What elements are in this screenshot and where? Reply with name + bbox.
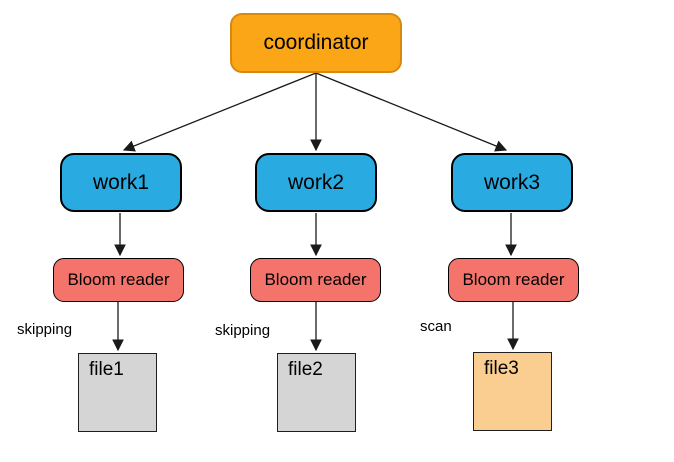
node-file3: file3 [473,352,552,431]
edge-label-skipping-2: skipping [215,322,271,339]
node-bloom-reader-1-label: Bloom reader [67,270,170,289]
node-bloom-reader-3-label: Bloom reader [462,270,565,289]
node-work3: work3 [451,153,573,212]
node-coordinator-label: coordinator [263,31,369,54]
node-work1-label: work1 [92,170,150,194]
edge-coordinator-work3 [315,72,508,152]
node-bloom-reader-3: Bloom reader [448,258,579,302]
node-work1: work1 [60,153,182,212]
edge-coordinator-work1 [122,72,317,152]
node-bloom-reader-2-label: Bloom reader [264,270,367,289]
node-work2: work2 [255,153,377,212]
node-file1: file1 [78,353,157,432]
node-work2-label: work2 [287,170,345,194]
node-file2: file2 [277,353,356,432]
node-coordinator: coordinator [230,13,402,73]
node-bloom-reader-2: Bloom reader [250,258,381,302]
edge-label-skipping-1: skipping [17,321,73,338]
edge-label-scan: scan [420,318,452,335]
node-file2-label: file2 [288,359,323,380]
node-work3-label: work3 [483,170,541,194]
node-file1-label: file1 [89,359,124,380]
node-bloom-reader-1: Bloom reader [53,258,184,302]
node-file3-label: file3 [484,358,519,379]
